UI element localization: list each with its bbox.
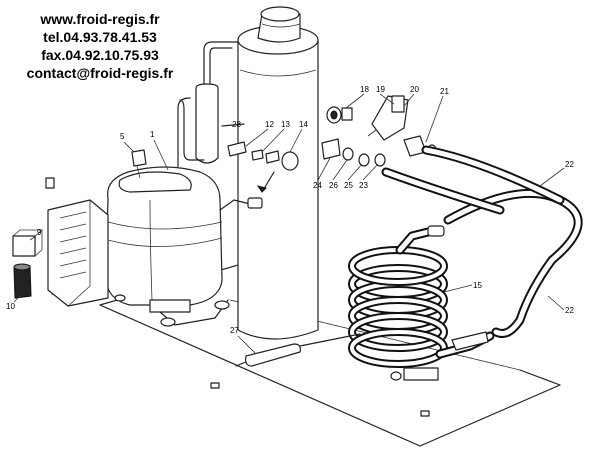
callout-1: 1 xyxy=(150,130,155,139)
base-clip xyxy=(210,382,220,389)
callout-28: 28 xyxy=(232,120,241,129)
callout-10: 10 xyxy=(6,302,15,311)
callout-14: 14 xyxy=(299,120,308,129)
part-10-cylinder xyxy=(13,263,32,299)
callout-12: 12 xyxy=(265,120,274,129)
accumulator-assembly xyxy=(167,41,239,177)
hose-22 xyxy=(381,145,583,338)
filter-27 xyxy=(235,333,361,367)
website-text[interactable]: www.froid-regis.fr xyxy=(40,11,160,27)
part-5-cap xyxy=(131,149,147,179)
callout-18: 18 xyxy=(360,85,369,94)
callout-27: 27 xyxy=(230,326,239,335)
callout-13: 13 xyxy=(281,120,290,129)
phone-text: tel.04.93.78.41.53 xyxy=(43,29,157,45)
compressor xyxy=(105,166,263,327)
callout-25: 25 xyxy=(344,181,353,190)
callout-22-upper: 22 xyxy=(565,160,574,169)
base-clip xyxy=(420,410,430,417)
valve-assembly-18-26 xyxy=(321,95,437,167)
callout-19: 19 xyxy=(376,85,385,94)
fitting-group-12-14 xyxy=(227,141,299,193)
callout-23: 23 xyxy=(359,181,368,190)
callout-26: 26 xyxy=(329,181,338,190)
callout-22-lower: 22 xyxy=(565,306,574,315)
callout-20: 20 xyxy=(410,85,419,94)
callout-15: 15 xyxy=(473,281,482,290)
callout-5: 5 xyxy=(120,132,125,141)
leader-lines xyxy=(13,93,565,355)
relay-box xyxy=(45,177,109,307)
callout-labels: 1 5 9 10 12 13 14 15 18 19 20 21 22 22 2… xyxy=(6,85,574,335)
screw xyxy=(45,177,55,189)
contact-header: www.froid-regis.fr tel.04.93.78.41.53 fa… xyxy=(0,10,200,82)
coil-15 xyxy=(348,225,495,381)
part-9-block xyxy=(12,229,44,257)
callout-24: 24 xyxy=(313,181,322,190)
callout-21: 21 xyxy=(440,87,449,96)
condenser-cylinder xyxy=(237,6,319,340)
fax-text: fax.04.92.10.75.93 xyxy=(41,47,159,63)
leader-28 xyxy=(221,123,245,127)
callout-9: 9 xyxy=(37,228,42,237)
contact-email[interactable]: contact@froid-regis.fr xyxy=(26,65,174,81)
